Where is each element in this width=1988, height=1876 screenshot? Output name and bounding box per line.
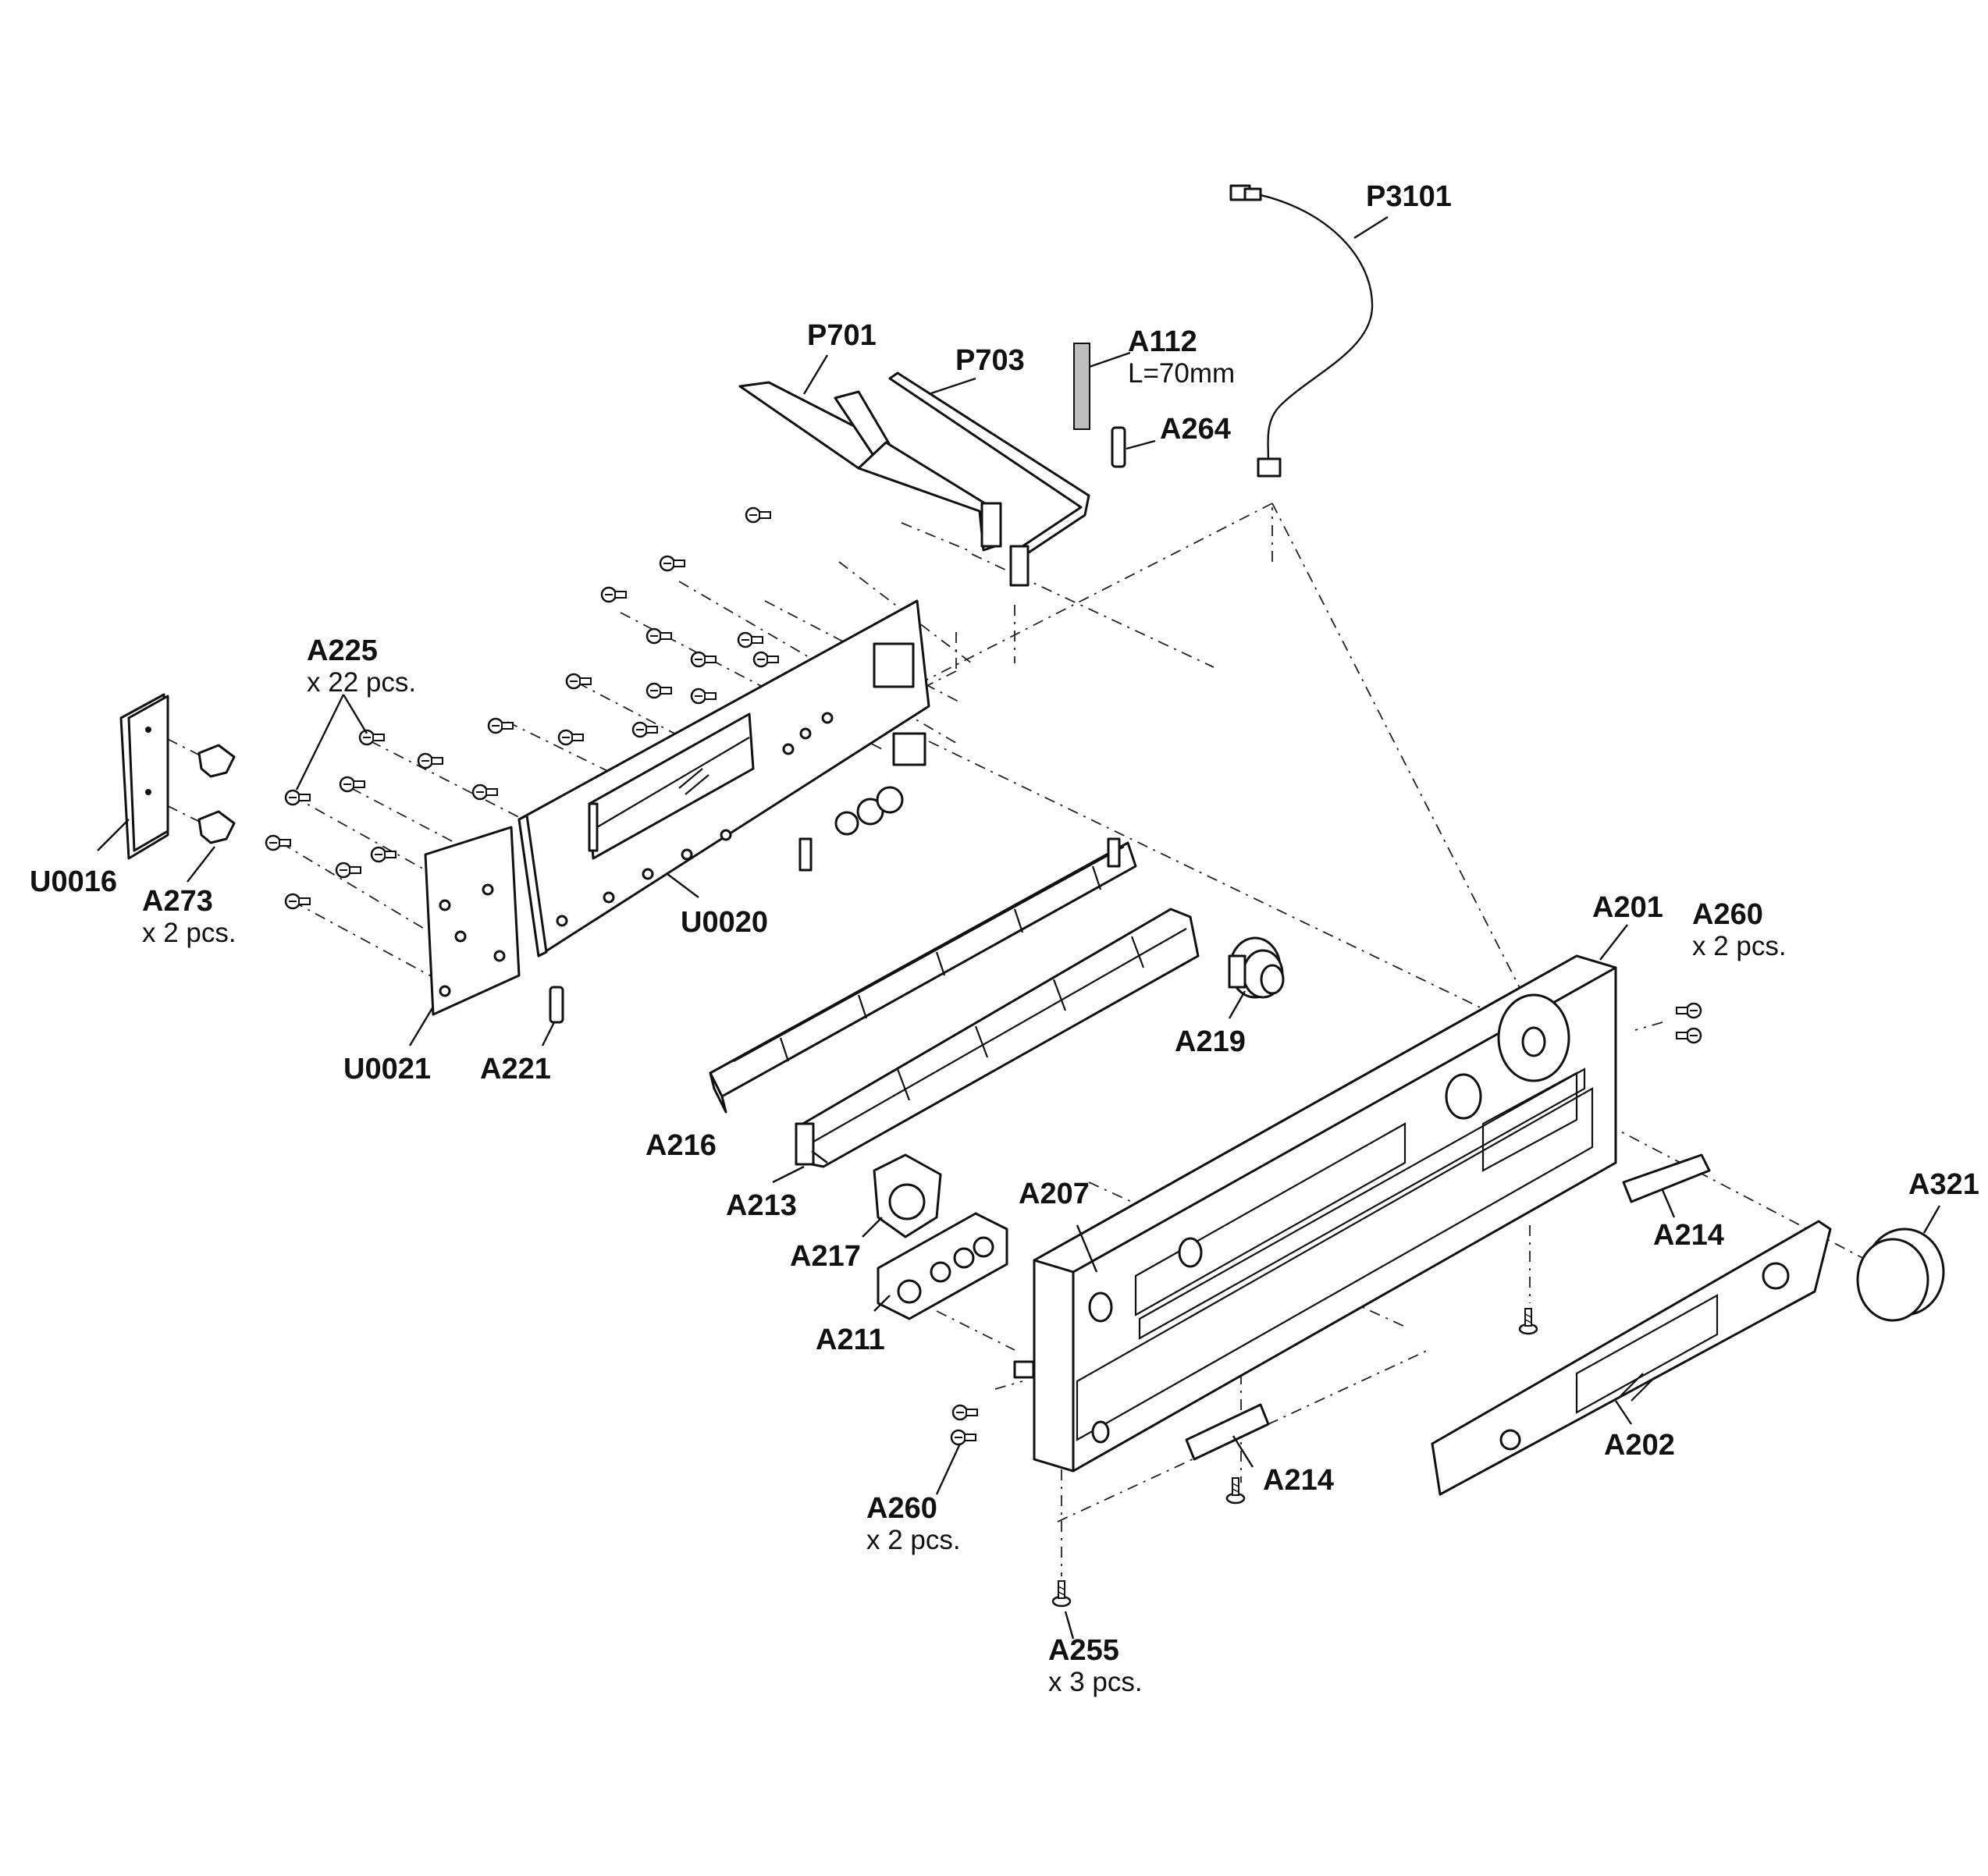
label-p703: P703 (955, 344, 1025, 378)
label-a321: A321 (1908, 1168, 1979, 1202)
part-note: x 2 pcs. (142, 917, 236, 948)
a216-holder (709, 837, 1137, 1114)
label-a219: A219 (1175, 1025, 1246, 1059)
u0016-board (119, 693, 169, 860)
label-a216: A216 (645, 1129, 717, 1163)
part-code: A216 (645, 1129, 717, 1162)
part-code: A221 (480, 1053, 551, 1085)
part-code: U0016 (30, 865, 117, 898)
a213-holder (795, 908, 1200, 1168)
part-code: A225 (307, 634, 378, 667)
part-code: A260 (1692, 898, 1763, 931)
label-a202: A202 (1604, 1429, 1675, 1462)
part-code: A219 (1175, 1025, 1246, 1058)
label-a214-right: A214 (1653, 1219, 1724, 1252)
a112-tape (1073, 343, 1090, 430)
a219-encoder (1228, 936, 1285, 999)
a211-switch-block (877, 1212, 1008, 1320)
a217-part (873, 1153, 942, 1238)
a260-screws-right (1675, 1002, 1702, 1044)
label-a264: A264 (1160, 413, 1231, 446)
label-u0021: U0021 (343, 1053, 431, 1086)
part-code: A112 (1128, 325, 1197, 358)
part-code: A202 (1604, 1429, 1675, 1462)
part-code: A273 (142, 885, 213, 918)
part-code: U0020 (681, 906, 768, 939)
part-note: x 2 pcs. (1692, 930, 1787, 961)
a273-brackets (197, 744, 236, 844)
part-code: A213 (726, 1189, 797, 1222)
part-code: A214 (1263, 1464, 1334, 1497)
part-code: A211 (816, 1324, 885, 1356)
leader-lines (97, 215, 1941, 1640)
part-code: U0021 (343, 1053, 431, 1085)
part-code: P3101 (1366, 180, 1452, 213)
part-note: L=70mm (1128, 357, 1236, 389)
label-a213: A213 (726, 1189, 797, 1223)
part-code: A214 (1653, 1219, 1724, 1252)
label-a201: A201 (1592, 891, 1663, 925)
label-a214-bottom: A214 (1263, 1464, 1334, 1498)
a264-part (1111, 426, 1126, 468)
part-code: A201 (1592, 891, 1663, 924)
part-code: A264 (1160, 413, 1231, 446)
part-code: P703 (955, 344, 1025, 377)
part-code: A260 (866, 1492, 937, 1525)
u0020-board (517, 599, 930, 958)
u0021-board (424, 826, 521, 1016)
label-p701: P701 (807, 319, 877, 353)
label-u0016: U0016 (30, 865, 117, 899)
a214-bar-right (1622, 1153, 1711, 1203)
label-a207: A207 (1019, 1178, 1090, 1211)
a260-screws-left (950, 1404, 979, 1446)
part-note: x 2 pcs. (866, 1524, 961, 1555)
part-code: A217 (790, 1240, 861, 1273)
part-code: P701 (807, 319, 877, 352)
a214-bar-bottom (1185, 1403, 1270, 1461)
p701-flat-cable (738, 381, 1002, 552)
p3101-cable (1229, 184, 1374, 478)
a321-knob (1856, 1228, 1945, 1322)
part-code: A207 (1019, 1178, 1090, 1210)
label-a221: A221 (480, 1053, 551, 1086)
label-p3101: P3101 (1366, 180, 1452, 214)
a201-front-panel (1013, 954, 1617, 1473)
label-a211: A211 (816, 1324, 885, 1357)
a221-part (549, 986, 564, 1024)
a202-window (1431, 1220, 1832, 1496)
part-note: x 3 pcs. (1048, 1666, 1143, 1697)
part-note: x 22 pcs. (307, 666, 417, 698)
label-u0020: U0020 (681, 906, 768, 940)
part-code: A321 (1908, 1168, 1979, 1201)
label-a217: A217 (790, 1240, 861, 1274)
part-code: A255 (1048, 1634, 1119, 1667)
